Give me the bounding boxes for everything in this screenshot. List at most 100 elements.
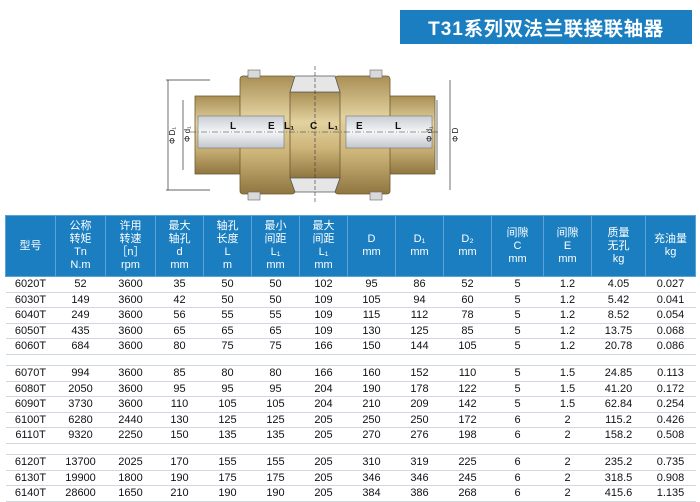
- table-cell: 109: [299, 323, 348, 340]
- table-cell: 5: [491, 365, 544, 382]
- table-cell: 276: [395, 427, 444, 444]
- table-cell: 250: [395, 412, 444, 429]
- table-cell: 994: [55, 365, 106, 382]
- table-cell: 95: [347, 276, 396, 293]
- table-cell: 65: [203, 323, 252, 340]
- table-cell: 210: [155, 485, 204, 502]
- column-header: 型号: [5, 215, 56, 277]
- table-cell: 5: [491, 292, 544, 309]
- table-cell: 125: [395, 323, 444, 340]
- table-cell: 0.113: [645, 365, 696, 382]
- table-cell: 0.041: [645, 292, 696, 309]
- table-cell: 105: [443, 338, 492, 355]
- model-cell: 6120T: [5, 454, 56, 471]
- table-cell: 95: [155, 381, 204, 398]
- table-cell: 41.20: [591, 381, 646, 398]
- table-cell: 102: [299, 276, 348, 293]
- label-C: C: [310, 121, 317, 132]
- model-cell: 6100T: [5, 412, 56, 429]
- table-cell: 80: [203, 365, 252, 382]
- table-cell: 152: [395, 365, 444, 382]
- table-cell: 160: [347, 365, 396, 382]
- table-cell: 250: [347, 412, 396, 429]
- table-cell: 75: [203, 338, 252, 355]
- table-cell: 415.6: [591, 485, 646, 502]
- table-cell: 2050: [55, 381, 106, 398]
- table-cell: 205: [299, 485, 348, 502]
- column-header: 轴孔 长度 L m: [203, 215, 252, 277]
- table-cell: 144: [395, 338, 444, 355]
- table-cell: 95: [203, 381, 252, 398]
- label-E-right: E: [356, 121, 363, 132]
- table-cell: 210: [347, 396, 396, 413]
- table-cell: 65: [155, 323, 204, 340]
- table-cell: 6: [491, 412, 544, 429]
- table-cell: 205: [299, 427, 348, 444]
- page-title: T31系列双法兰联接联轴器: [400, 10, 692, 44]
- table-cell: 50: [203, 292, 252, 309]
- table-cell: 52: [443, 276, 492, 293]
- column-header: 最大 间距 L₁ mm: [299, 215, 348, 277]
- table-cell: 150: [155, 427, 204, 444]
- table-cell: 204: [299, 396, 348, 413]
- table-cell: 3730: [55, 396, 106, 413]
- column-header: 间隙 E mm: [543, 215, 592, 277]
- table-cell: 190: [203, 485, 252, 502]
- table-cell: 3600: [105, 381, 156, 398]
- table-cell: 105: [203, 396, 252, 413]
- table-cell: 28600: [55, 485, 106, 502]
- table-cell: 225: [443, 454, 492, 471]
- table-cell: 3600: [105, 307, 156, 324]
- table-cell: 0.068: [645, 323, 696, 340]
- label-L-left: L: [230, 121, 236, 132]
- table-cell: 310: [347, 454, 396, 471]
- dimension-lines: [166, 79, 451, 191]
- table-cell: 1.135: [645, 485, 696, 502]
- table-cell: 94: [395, 292, 444, 309]
- table-cell: 3600: [105, 338, 156, 355]
- table-cell: 166: [299, 338, 348, 355]
- table-cell: 209: [395, 396, 444, 413]
- table-cell: 0.426: [645, 412, 696, 429]
- table-cell: 318.5: [591, 470, 646, 487]
- table-cell: 115: [347, 307, 396, 324]
- table-cell: 130: [347, 323, 396, 340]
- table-cell: 5: [491, 323, 544, 340]
- table-cell: 80: [155, 338, 204, 355]
- table-cell: 122: [443, 381, 492, 398]
- table-cell: 5: [491, 307, 544, 324]
- model-cell: 6110T: [5, 427, 56, 444]
- table-cell: 109: [299, 307, 348, 324]
- table-cell: 0.508: [645, 427, 696, 444]
- table-cell: 6: [491, 427, 544, 444]
- table-cell: 135: [251, 427, 300, 444]
- table-cell: 0.172: [645, 381, 696, 398]
- table-cell: 19900: [55, 470, 106, 487]
- table-cell: 6280: [55, 412, 106, 429]
- table-cell: 112: [395, 307, 444, 324]
- table-cell: 205: [299, 454, 348, 471]
- model-cell: 6130T: [5, 470, 56, 487]
- table-cell: 4.05: [591, 276, 646, 293]
- table-cell: 80: [251, 365, 300, 382]
- table-cell: 435: [55, 323, 106, 340]
- bolts: [247, 69, 383, 201]
- table-cell: 205: [299, 470, 348, 487]
- table-cell: 0.254: [645, 396, 696, 413]
- table-cell: 8.52: [591, 307, 646, 324]
- table-cell: 245: [443, 470, 492, 487]
- table-cell: 1.2: [543, 323, 592, 340]
- model-cell: 6080T: [5, 381, 56, 398]
- table-cell: 346: [347, 470, 396, 487]
- table-cell: 3600: [105, 365, 156, 382]
- table-cell: 1650: [105, 485, 156, 502]
- model-cell: 6050T: [5, 323, 56, 340]
- table-cell: 198: [443, 427, 492, 444]
- table-cell: 65: [251, 323, 300, 340]
- table-cell: 2: [543, 470, 592, 487]
